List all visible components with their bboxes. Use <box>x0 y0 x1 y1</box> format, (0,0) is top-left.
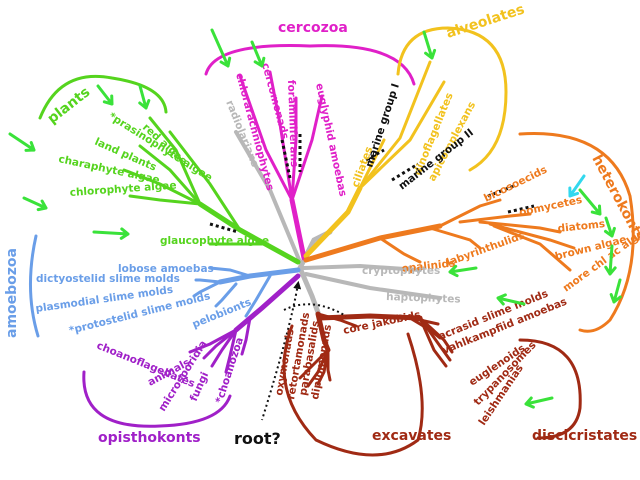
alveolates-bracket <box>396 26 508 172</box>
amoebozoa-label: amoebozoa <box>4 248 20 338</box>
pointer-arrow-icon <box>8 132 36 152</box>
lobose-branch <box>208 266 252 278</box>
animal-branch <box>202 328 238 360</box>
discicristates-label: discicristates <box>532 428 637 444</box>
fungi-branch <box>224 328 238 374</box>
leaf-label-bicosoecids: bicosoecids <box>482 164 549 205</box>
leaf-label-dictyostelid-slime-molds: dictyostelid slime molds <box>36 273 180 285</box>
excavates-stem <box>315 311 331 353</box>
diatom-branch <box>478 220 562 234</box>
leaf-label-foraminiferans: foraminiferans <box>285 80 300 168</box>
oomycete-branch <box>458 212 532 224</box>
leaf-label-euglyphid-amoebas: euglyphid amoebas <box>313 82 349 198</box>
leaf-label-haptophytes: haptophytes <box>386 291 461 306</box>
protostelid-branch <box>214 282 238 308</box>
plants-label: plants <box>45 84 94 127</box>
heterokonts-stem <box>303 223 443 263</box>
more-algae-branch <box>492 224 572 272</box>
choanoflagellate-branch <box>188 328 238 354</box>
cryptophyte-branch <box>302 263 422 272</box>
discicristates-bracket <box>518 338 582 440</box>
alveolates-label: alveolates <box>444 1 526 41</box>
choanozoa-branch <box>240 316 252 356</box>
microsporidia-branch <box>210 328 238 368</box>
red-algae-branch <box>168 130 242 232</box>
pointer-arrow-icon <box>496 293 526 306</box>
leaf-label-marine-group-1: marine group I <box>363 82 401 169</box>
root-label: root? <box>234 429 281 448</box>
leaf-label-oomycetes: oomycetes <box>518 194 583 219</box>
foraminiferan-branch <box>290 96 298 202</box>
bicosoecid-branch <box>438 198 502 228</box>
pointer-arrow-icon <box>96 84 114 106</box>
pointer-arrow-icon <box>422 30 437 60</box>
chlorarachniophyte-branch <box>238 74 294 202</box>
labyrinthulid-branch <box>428 226 482 250</box>
leishmania-branch <box>418 316 448 368</box>
brown-algae-branch <box>488 222 576 250</box>
leaf-label-cryptophytes: cryptophytes <box>362 265 440 277</box>
plasmodial-branch <box>192 280 222 298</box>
pointer-arrow-icon <box>604 244 617 276</box>
trypanosome-branch <box>418 316 452 362</box>
cercozoa-label: cercozoa <box>278 20 348 36</box>
pointer-arrow-icon <box>92 227 130 240</box>
opisthokonts-label: opisthokonts <box>98 430 201 446</box>
root-dotted-line <box>261 280 302 421</box>
gray-backbone-lower <box>297 265 323 321</box>
opisthokonts-stem <box>233 273 301 333</box>
pointer-arrow-icon <box>448 264 478 278</box>
dinoflagellate-branch <box>358 60 432 190</box>
plants-bracket <box>38 74 168 120</box>
dash-excavates <box>283 303 347 317</box>
pointer-arrow-icon <box>524 396 554 409</box>
cercomonad-branch <box>268 70 294 202</box>
leaf-label-glaucophyte-algae: glaucophyte algae <box>160 235 269 247</box>
dash-heterokonts <box>487 184 515 198</box>
leaf-label-core-jakobids: core jakobids <box>342 309 422 337</box>
prasinophyte-branch <box>148 116 202 206</box>
haptophyte-branch <box>304 272 442 300</box>
dash-cercozoa <box>280 139 292 179</box>
chlorophyte-branch <box>128 194 202 206</box>
pointer-arrow-icon <box>578 188 602 216</box>
pointer-arrow-icon <box>250 40 266 68</box>
radiolarian-branch <box>234 130 302 264</box>
dash-alveolates-2 <box>391 162 419 182</box>
leaf-label-diatoms: diatoms <box>557 218 606 235</box>
leaf-label-chlorophyte-algae: chlorophyte algae <box>69 180 177 199</box>
dash-plants <box>209 222 239 234</box>
oxymonad-branch <box>298 348 330 380</box>
opalinid-branch <box>378 236 422 264</box>
heterokonts-bracket <box>518 132 635 333</box>
dash-heterokonts-2 <box>507 204 535 214</box>
leaf-label-lobose-amoebas: lobose amoebas <box>118 263 214 275</box>
parabasalid-branch <box>316 348 330 386</box>
opisthokonts-bracket <box>82 370 232 428</box>
land-plants-branch <box>138 144 202 206</box>
pointer-arrow-icon <box>138 84 151 110</box>
cercozoa-stem <box>289 197 307 261</box>
retortamonad-branch <box>306 348 330 388</box>
pointer-arrow-icon <box>603 216 616 238</box>
excavates-bracket <box>282 324 424 457</box>
dictyostelid-branch <box>194 278 222 284</box>
pointer-arrow-icon <box>609 278 622 304</box>
pointer-arrow-icon <box>22 196 48 212</box>
pointer-arrow-icon <box>210 28 232 68</box>
charaphyte-branch <box>122 168 202 206</box>
plants-stem <box>197 201 301 265</box>
pelobiont-branch <box>244 274 272 318</box>
excavates-label: excavates <box>372 428 451 444</box>
euglyphid-branch <box>290 94 324 202</box>
euglenoid-branch <box>418 316 454 354</box>
leaf-label-opalinids: opalinids <box>401 257 456 275</box>
pointer-arrow-icon <box>568 174 586 198</box>
apicomplexan-branch <box>358 80 446 190</box>
amoebozoa-bracket <box>28 234 40 338</box>
